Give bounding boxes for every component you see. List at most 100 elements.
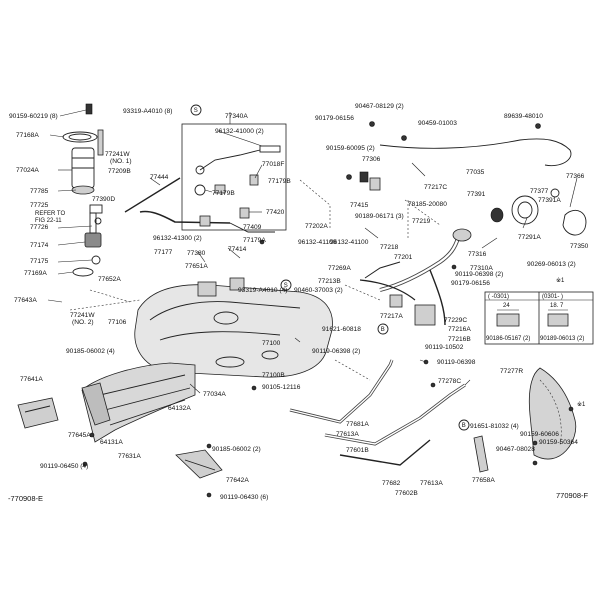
- part-label: 77725: [30, 202, 49, 209]
- tank-bands: [289, 359, 489, 473]
- part-label: 96132-41100: [298, 239, 337, 246]
- footer-code-left: -770908-E: [8, 494, 43, 503]
- part-label: 77409: [243, 224, 262, 231]
- part-label: 77100B: [262, 372, 285, 379]
- part-label: 64132A: [168, 405, 191, 412]
- part-label: 77380: [187, 250, 206, 257]
- part-label: 77179A: [243, 237, 266, 244]
- sender-gauge-group: [194, 145, 281, 196]
- part-label: 77277R: [500, 368, 523, 375]
- part-label: 77613A: [336, 431, 359, 438]
- part-label: 77202A: [305, 223, 328, 230]
- inset-left-range: ( -0301): [488, 294, 509, 300]
- bracket-group-frame: [181, 123, 287, 231]
- vent-tube-assembly: [124, 177, 275, 233]
- part-label: 77218: [380, 244, 399, 251]
- part-label: 77100: [262, 340, 281, 347]
- part-label: 77018F: [262, 161, 284, 168]
- part-label: 93319-A4010 (8): [123, 108, 173, 115]
- part-label: 77726: [30, 224, 49, 231]
- fuel-tank: [134, 277, 333, 378]
- part-label: 77213B: [318, 278, 341, 285]
- part-label: 90159-60219 (8): [9, 113, 58, 120]
- part-label: 78185-20080: [408, 201, 447, 208]
- part-label: 77641A: [20, 376, 43, 383]
- part-label: 77415: [350, 202, 369, 209]
- part-label: 77177: [154, 249, 173, 256]
- part-label: 77651A: [185, 263, 208, 270]
- part-label: 77241W: [70, 312, 95, 319]
- tank-protectors: [17, 362, 223, 479]
- part-label: 90467-08028: [496, 446, 535, 453]
- callout-b-letter: B: [462, 423, 466, 429]
- inset-left-value: 24: [503, 303, 510, 309]
- part-label: 90179-06156: [315, 115, 354, 122]
- part-label: 77278C: [438, 378, 461, 385]
- inset-right-value: 18. 7: [550, 303, 564, 309]
- opener-cable: [379, 138, 572, 167]
- inset-right-range: (0301- ): [542, 294, 563, 300]
- part-label: 77601B: [346, 447, 369, 454]
- leader-lines: [47, 109, 578, 394]
- filler-pipe: [359, 228, 472, 326]
- part-label: 77390D: [92, 196, 115, 203]
- bolt-length-inset: [484, 291, 594, 345]
- callout-s-mid: [280, 279, 292, 291]
- part-label: 91651-81032 (4): [470, 423, 519, 430]
- part-label: 77175: [30, 258, 49, 265]
- leader-dashed-4: [334, 359, 371, 381]
- part-label: 90459-01003: [418, 120, 457, 127]
- part-label: 77310A: [470, 265, 493, 272]
- part-label: 90269-06013 (2): [527, 261, 576, 268]
- part-label: 93319-A4010 (4): [238, 287, 288, 294]
- part-label: 77645A: [68, 432, 91, 439]
- leader-dashed-5: [404, 199, 441, 226]
- part-label: 77269A: [328, 265, 351, 272]
- protector-contour: [539, 379, 562, 446]
- part-label: 90185-06002 (4): [66, 348, 115, 355]
- part-label: 64131A: [100, 439, 123, 446]
- leader-dashed-2: [89, 289, 131, 303]
- part-label: 91621-60818: [322, 326, 361, 333]
- part-label: 90159-50364: [539, 439, 578, 446]
- callout-b-letter: B: [381, 327, 385, 333]
- part-label: 90105-12116: [262, 384, 301, 391]
- callout-s-letter: S: [284, 283, 288, 289]
- part-label: 77366: [566, 173, 585, 180]
- part-label: 77201: [394, 254, 413, 261]
- part-label: 89639-48010: [504, 113, 543, 120]
- inset-right-part: 90189-06013 (2): [540, 336, 584, 342]
- part-label: 77169A: [24, 270, 47, 277]
- part-label: 90119-06398: [437, 359, 476, 366]
- part-label: 90159-60606: [520, 431, 559, 438]
- part-label: FIG 22-11: [35, 218, 62, 224]
- inset-left-part: 90186-05167 (2): [486, 336, 530, 342]
- part-label: REFER TO: [35, 211, 65, 217]
- part-label: 77179B: [268, 178, 291, 185]
- fasteners: [82, 121, 574, 498]
- part-labels: 90159-60219 (8) 77168A 77241W (NO. 1) 77…: [9, 103, 589, 501]
- part-label: 77316: [468, 251, 487, 258]
- part-label: 77414: [228, 246, 247, 253]
- part-label: 77216A: [448, 326, 471, 333]
- part-label: 77642A: [226, 477, 249, 484]
- part-label: 77179B: [212, 190, 235, 197]
- part-label: 77291A: [518, 234, 541, 241]
- part-label: 77785: [30, 188, 49, 195]
- part-label: 77306: [362, 156, 381, 163]
- part-label: 77174: [30, 242, 49, 249]
- filler-cap-group: [490, 188, 587, 236]
- part-label: 90119-06398 (2): [455, 271, 503, 278]
- part-label: 96132-41100: [330, 239, 369, 246]
- part-label: (NO. 1): [110, 158, 132, 165]
- part-label: 77643A: [14, 297, 37, 304]
- part-label: 90119-06450 (4): [40, 463, 88, 470]
- part-label: 77652A: [98, 276, 121, 283]
- part-label: 90119-06430 (6): [220, 494, 268, 501]
- part-label: 90189-06171 (3): [355, 213, 404, 220]
- part-label: 77420: [266, 209, 285, 216]
- footer-code-right: 770908-F: [556, 491, 589, 500]
- part-label: 90179-06156: [451, 280, 490, 287]
- part-label: 77106: [108, 319, 127, 326]
